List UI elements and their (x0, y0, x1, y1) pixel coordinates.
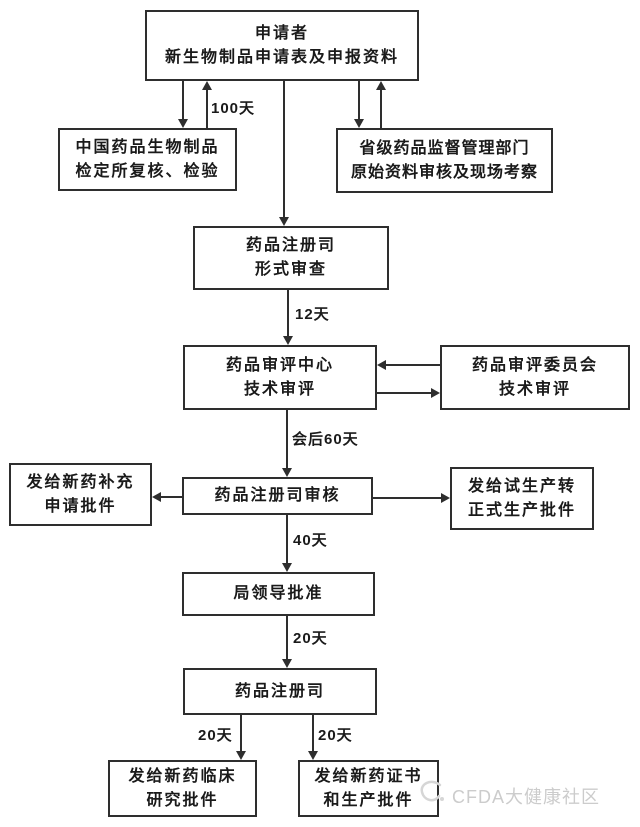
label-20-days-2: 20天 (198, 727, 233, 744)
arrow-reg-review-to-leader-head (282, 563, 292, 572)
node-reg-review-line1: 药品注册司审核 (214, 487, 341, 504)
arrow-reg-review-to-supplement-head (152, 492, 161, 502)
arrow-provincial-to-applicant-head (376, 81, 386, 90)
node-nifdc-line1: 中国药品生物制品 (75, 138, 220, 156)
node-trial-production-line1: 发给试生产转 (467, 477, 576, 495)
node-applicant-line1: 申请者 (254, 24, 309, 42)
arrow-applicant-to-nifdc-line (182, 81, 184, 119)
node-certificate-line2: 和生产批件 (323, 791, 414, 809)
arrow-reg-review-to-trial-production-head (441, 493, 450, 503)
node-clinical-line1: 发给新药临床 (128, 767, 237, 785)
arrow-reg-review-to-leader-line (286, 515, 288, 563)
node-leader-approval: 局领导批准 (182, 572, 375, 616)
node-committee-line1: 药品审评委员会 (471, 356, 598, 374)
label-20-days-3: 20天 (318, 727, 353, 744)
node-committee: 药品审评委员会 技术审评 (440, 345, 630, 410)
node-supplement-line2: 申请批件 (44, 497, 117, 515)
node-supplement-approval: 发给新药补充 申请批件 (9, 463, 152, 526)
arrow-reg-dept-to-clinical-line (240, 715, 242, 751)
arrow-applicant-to-provincial-head (354, 119, 364, 128)
arrow-cde-to-reg-review-line (286, 410, 288, 468)
node-nifdc: 中国药品生物制品 检定所复核、检验 (58, 128, 237, 191)
label-60-days-after-meeting: 会后60天 (292, 431, 359, 448)
node-certificate-approval: 发给新药证书 和生产批件 (298, 760, 439, 817)
node-provincial-line1: 省级药品监督管理部门 (359, 139, 530, 157)
arrow-applicant-to-formal-review-line (283, 81, 285, 217)
arrow-provincial-to-applicant-line (380, 90, 382, 128)
arrow-reg-review-to-trial-production-line (373, 497, 441, 499)
node-provincial-authority: 省级药品监督管理部门 原始资料审核及现场考察 (336, 128, 553, 193)
node-clinical-approval: 发给新药临床 研究批件 (108, 760, 257, 817)
node-applicant: 申请者 新生物制品申请表及申报资料 (145, 10, 419, 81)
arrow-nifdc-to-applicant-head (202, 81, 212, 90)
arrow-cde-to-committee-line (377, 392, 431, 394)
arrow-cde-to-reg-review-head (282, 468, 292, 477)
arrow-formal-review-to-cde-head (283, 336, 293, 345)
watermark-text: CFDA大健康社区 (452, 786, 600, 807)
arrow-reg-review-to-supplement-line (161, 496, 182, 498)
node-formal-review-line2: 形式审查 (254, 261, 327, 278)
node-provincial-line2: 原始资料审核及现场考察 (350, 163, 538, 181)
arrow-applicant-to-formal-review-head (279, 217, 289, 226)
label-20-days-1: 20天 (293, 630, 328, 647)
arrow-nifdc-to-applicant-line (206, 90, 208, 128)
arrow-committee-to-cde-line (386, 364, 440, 366)
label-100-days: 100天 (211, 100, 256, 117)
node-applicant-line2: 新生物制品申请表及申报资料 (164, 48, 399, 66)
node-formal-review-line1: 药品注册司 (245, 237, 336, 254)
arrow-cde-to-committee-head (431, 388, 440, 398)
node-reg-review: 药品注册司审核 (182, 477, 373, 515)
node-clinical-line2: 研究批件 (146, 791, 219, 809)
node-cde-line1: 药品审评中心 (225, 356, 334, 374)
node-trial-production-line2: 正式生产批件 (467, 501, 576, 519)
arrow-leader-to-reg-dept-line (286, 616, 288, 659)
label-12-days: 12天 (295, 306, 330, 323)
cfda-logo-icon (416, 778, 452, 813)
node-cde: 药品审评中心 技术审评 (183, 345, 377, 410)
node-cde-line2: 技术审评 (243, 380, 316, 398)
node-trial-production: 发给试生产转 正式生产批件 (450, 467, 594, 530)
node-nifdc-line2: 检定所复核、检验 (75, 162, 220, 180)
arrow-reg-dept-to-certificate-head (308, 751, 318, 760)
arrow-reg-dept-to-certificate-line (312, 715, 314, 751)
label-40-days: 40天 (293, 532, 328, 549)
node-leader-approval-line1: 局领导批准 (233, 585, 324, 602)
arrow-applicant-to-provincial-line (358, 81, 360, 119)
node-committee-line2: 技术审评 (498, 380, 571, 398)
arrow-applicant-to-nifdc-head (178, 119, 188, 128)
node-reg-dept: 药品注册司 (183, 668, 377, 715)
arrow-committee-to-cde-head (377, 360, 386, 370)
watermark: CFDA大健康社区 (416, 778, 600, 813)
arrow-reg-dept-to-clinical-head (236, 751, 246, 760)
node-supplement-line1: 发给新药补充 (26, 473, 135, 491)
node-reg-dept-line1: 药品注册司 (234, 682, 325, 700)
arrow-formal-review-to-cde-line (287, 290, 289, 336)
node-formal-review: 药品注册司 形式审查 (193, 226, 389, 290)
arrow-leader-to-reg-dept-head (282, 659, 292, 668)
node-certificate-line1: 发给新药证书 (314, 767, 423, 785)
